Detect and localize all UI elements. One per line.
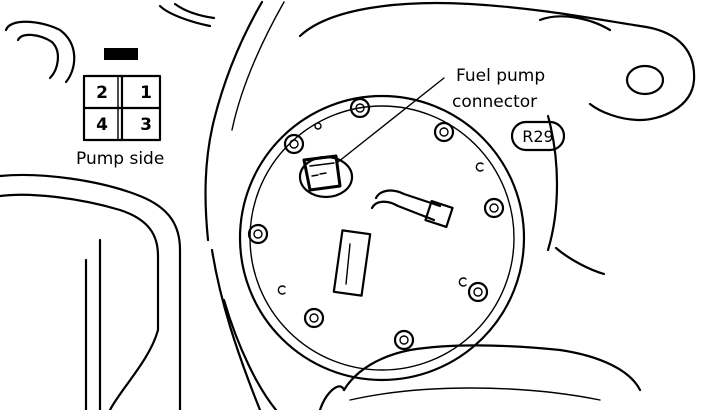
- flange-marks: [277, 122, 484, 295]
- pin-4-label: 4: [96, 115, 108, 135]
- bolt: [283, 133, 305, 155]
- flange-outer-ring: [238, 94, 526, 382]
- fuel-pump-flange: [238, 94, 526, 382]
- fuel-pump-connector-label-line1: Fuel pump: [456, 66, 545, 86]
- bolt: [247, 223, 269, 245]
- flange-bolts: [247, 97, 505, 351]
- bolt: [393, 329, 415, 351]
- bolt: [483, 197, 505, 219]
- connector-leader-line: [337, 77, 445, 163]
- figure-code-badge: R29: [510, 120, 566, 152]
- fuel-pipe: [370, 189, 454, 229]
- figure-code-text: R29: [522, 127, 553, 146]
- bolt: [433, 121, 455, 143]
- bolt: [467, 281, 489, 303]
- pump-side-connector-diagram: 2 1 4 3 Pump side: [76, 48, 164, 169]
- pin-2-label: 2: [96, 83, 108, 103]
- connector-latch: [104, 48, 138, 60]
- bolt: [303, 307, 325, 329]
- fuel-pump-connector-part: [298, 154, 354, 199]
- pin-3-label: 3: [140, 115, 152, 135]
- sender-unit-cover: [332, 229, 372, 297]
- pin-1-label: 1: [140, 83, 152, 103]
- pump-side-label: Pump side: [76, 149, 164, 169]
- bolt: [349, 97, 371, 119]
- fuel-pump-connector-label-line2: connector: [452, 92, 537, 112]
